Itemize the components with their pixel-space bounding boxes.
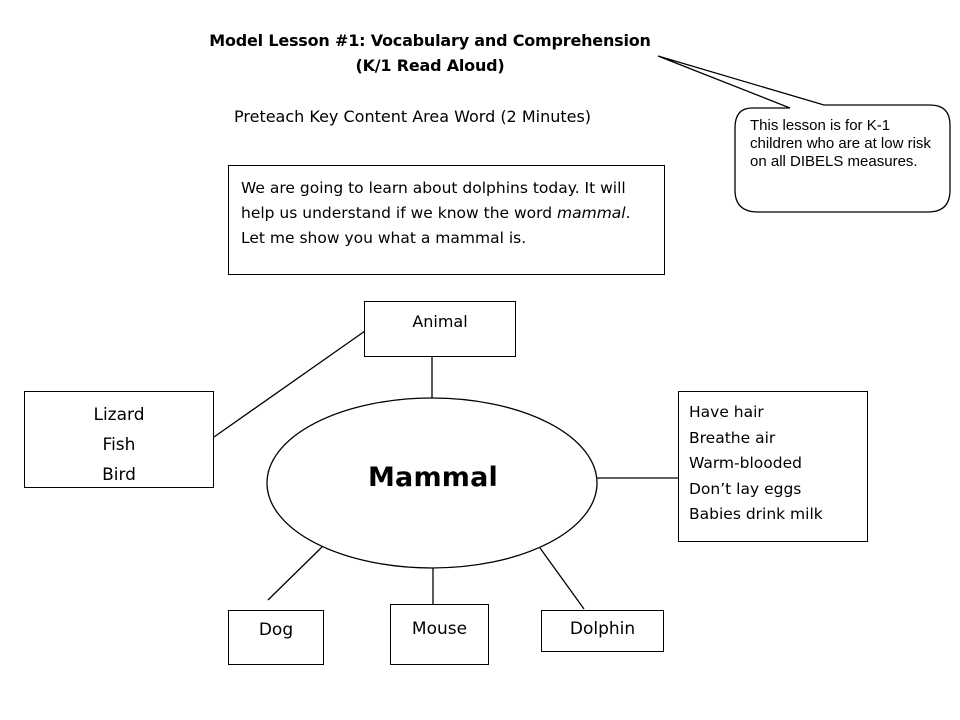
line-lizard [213,330,366,438]
characteristic-item: Have hair [689,403,764,421]
non-example-item: Lizard [93,405,145,425]
intro-text-2: . Let me show you what a mammal is. [241,204,631,247]
lesson-subtitle: (K/1 Read Aloud) [355,56,505,75]
example-box-mouse: Mouse [390,604,489,665]
callout-bubble [657,55,951,213]
characteristic-item: Breathe air [689,428,776,447]
non-example-item: Bird [102,465,136,485]
characteristic-item: Babies drink milk [689,505,823,523]
section-heading: Preteach Key Content Area Word (2 Minute… [234,107,592,126]
example-box-dolphin: Dolphin [541,610,664,652]
non-examples-box: Lizard Fish Bird [24,391,214,488]
mammal-ellipse [266,397,598,569]
characteristic-item: Warm-blooded [689,454,802,472]
intro-box: We are going to learn about dolphins tod… [228,165,665,275]
line-dog [267,546,323,601]
lesson-title: Model Lesson #1: Vocabulary and Comprehe… [209,31,651,50]
characteristic-item: Don’t lay eggs [689,479,802,498]
intro-text-1: We are going to learn about dolphins tod… [241,179,626,222]
intro-emphasis: mammal [557,204,626,222]
center-concept-label: Mammal [367,462,499,493]
example-box-dog: Dog [228,610,324,665]
line-dolphin [539,547,585,610]
non-example-item: Fish [102,435,136,455]
callout-text: This lesson is for K-1 children who are … [750,117,931,170]
characteristics-box: Have hair Breathe air Warm-blooded Don’t… [678,391,868,542]
category-box: Animal [364,301,516,357]
